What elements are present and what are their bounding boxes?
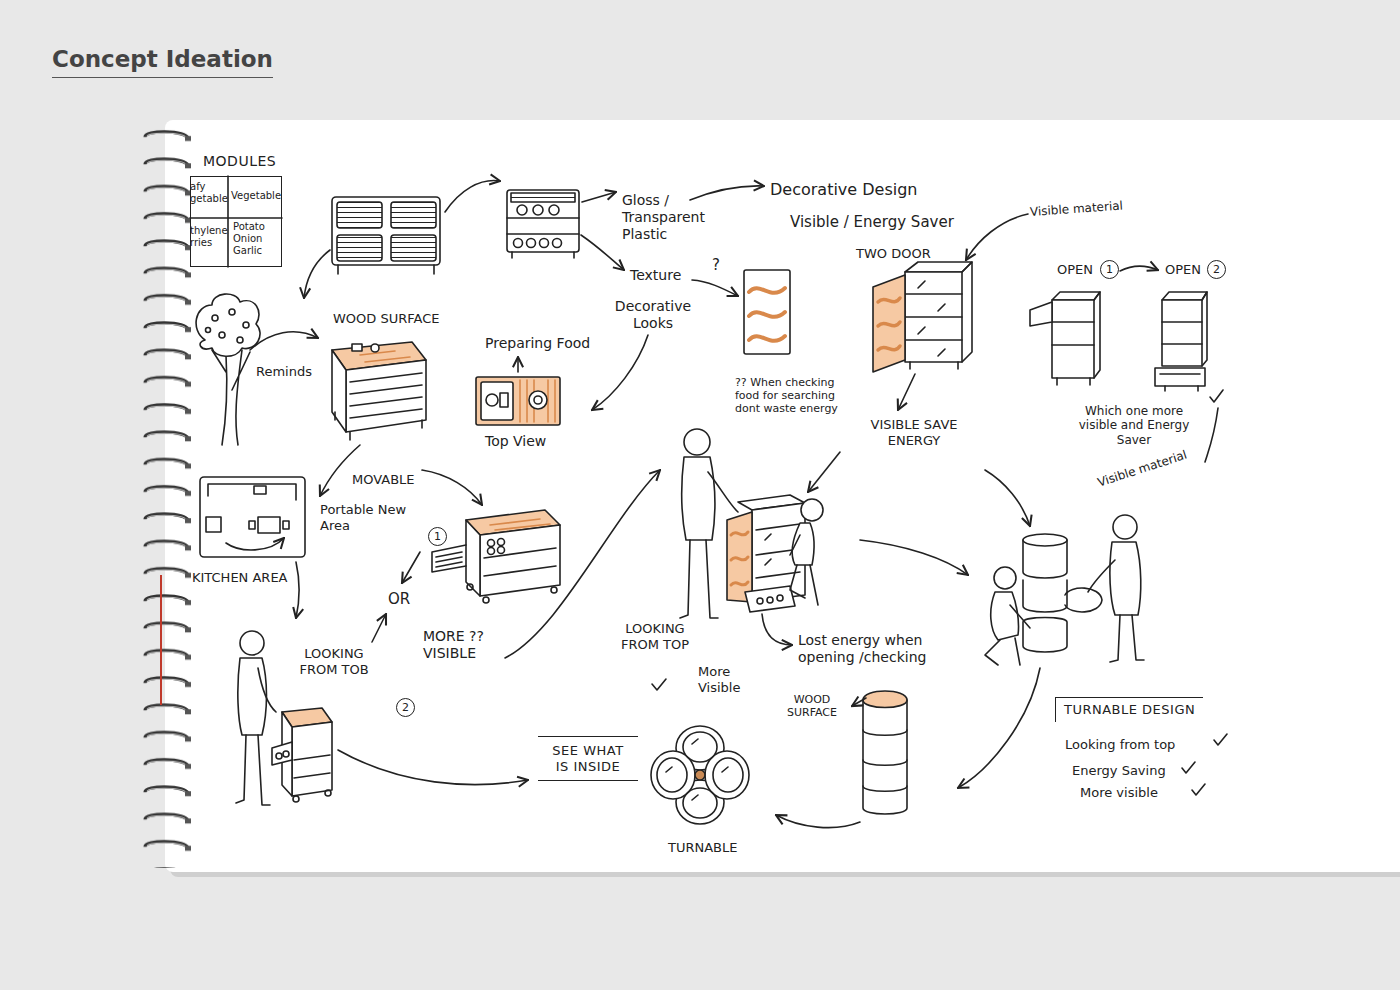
sketch-note: VISIBLE SAVE ENERGY <box>858 417 970 448</box>
sketch-note: LOOKING FROM TOP <box>613 621 697 652</box>
callout-number: 1 <box>428 527 447 546</box>
sketch-note: WOOD SURFACE <box>776 693 848 719</box>
table-heading: MODULES <box>203 153 276 170</box>
sketch-note: thylene rries <box>190 225 226 249</box>
sketch-note: More Visible <box>698 664 762 695</box>
sketch-note: WOOD SURFACE <box>333 311 440 327</box>
design-box: TURNABLE DESIGN <box>1055 697 1203 722</box>
sketch-note: KITCHEN AREA <box>192 570 288 586</box>
sketch-note: OR <box>388 590 410 608</box>
sketch-note: LOOKING FROM TOB <box>292 646 376 677</box>
sketch-note: Portable New Area <box>320 502 412 533</box>
sketch-note: Decorative Design <box>770 180 918 199</box>
sketch-note: ?? When checking food for searching dont… <box>735 376 853 416</box>
sketch-note: Texture <box>630 267 681 284</box>
sketch-note: Potato Onion Garlic <box>233 221 281 257</box>
node-text: TURNABLE DESIGN <box>1064 702 1195 718</box>
sketch-note: Reminds <box>256 364 312 380</box>
sketch-note: MOVABLE <box>352 472 415 488</box>
callout-number: 2 <box>1207 260 1226 279</box>
sketch-note: Looking from top <box>1065 737 1175 753</box>
sketch-note: OPEN <box>1165 262 1201 278</box>
sketch-note: TURNABLE <box>668 840 737 856</box>
sketch-note: More visible <box>1080 785 1158 801</box>
sketch-note: Vegetable <box>231 190 281 202</box>
sketch-note: afy getable <box>190 181 226 205</box>
sketch-note: Lost energy when opening /checking <box>798 632 968 666</box>
sketch-note: Energy Saving <box>1072 763 1166 779</box>
callout-number: 2 <box>396 698 415 717</box>
sketch-note: Visible material <box>1096 448 1189 490</box>
sketch-note: Preparing Food <box>485 335 590 352</box>
sketch-note: OPEN <box>1057 262 1093 278</box>
sketch-note: TWO DOOR <box>856 246 931 262</box>
sketch-note: Visible material <box>1029 199 1123 220</box>
callout-number: 1 <box>1100 260 1119 279</box>
sketch-note: MORE ?? VISIBLE <box>423 628 505 662</box>
node-text: SEE WHAT IS INSIDE <box>546 743 630 774</box>
sketch-note: Which one more visible and Energy Saver <box>1076 404 1192 447</box>
sketch-note: Gloss / Transparent Plastic <box>622 192 714 242</box>
sketch-note: Visible / Energy Saver <box>790 213 954 231</box>
sketch-note: ? <box>712 256 720 274</box>
sketch-note: Decorative Looks <box>608 298 698 332</box>
label-band: SEE WHAT IS INSIDE <box>538 736 638 781</box>
sketch-note: Top View <box>485 433 546 450</box>
page-title: Concept Ideation <box>52 46 273 78</box>
